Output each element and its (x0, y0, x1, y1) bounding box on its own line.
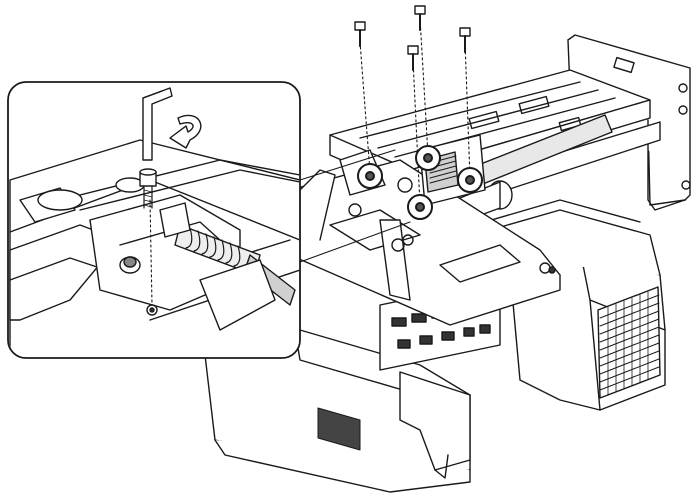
hex-key-tool (142, 87, 173, 161)
inset-screw (139, 168, 157, 209)
screw-guide-lines (359, 17, 471, 206)
inset-leader-lines (299, 149, 411, 263)
screw-3 (407, 45, 419, 71)
vent-grille-front (317, 407, 361, 451)
screw-2 (414, 5, 426, 31)
detail-inset (7, 81, 301, 359)
screw-1 (354, 21, 366, 47)
cable-cover (399, 371, 471, 479)
screw-hole-circles (357, 145, 483, 220)
screw-4 (459, 27, 471, 53)
rotate-clockwise-arrow-icon (169, 114, 202, 149)
vent-grille-right (597, 286, 661, 399)
projector-plate (289, 159, 561, 326)
